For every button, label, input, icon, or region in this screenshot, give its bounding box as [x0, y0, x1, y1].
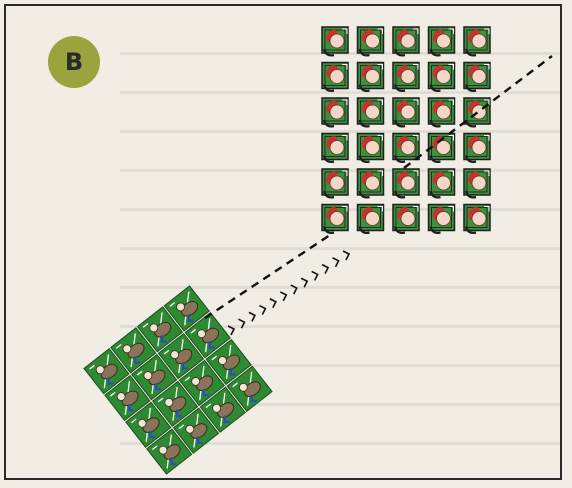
panel-label-badge: B — [48, 36, 100, 88]
